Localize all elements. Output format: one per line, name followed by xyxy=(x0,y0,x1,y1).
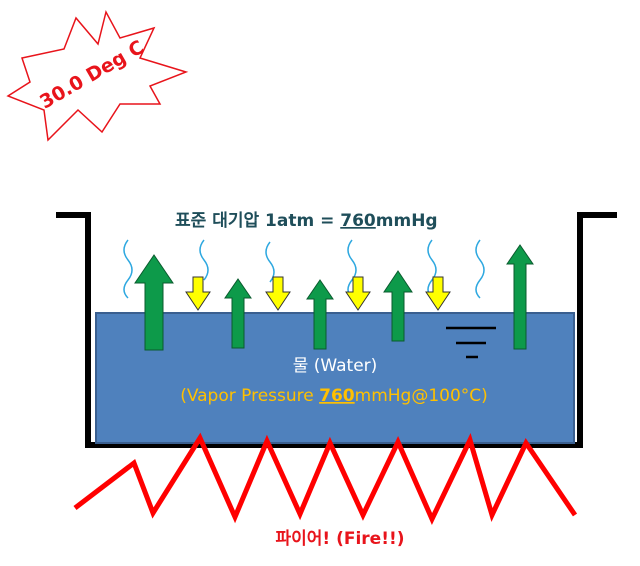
fire-label: 파이어! (Fire!!) xyxy=(276,529,405,549)
atmospheric-pressure-label: 표준 대기압 1atm = 760mmHg xyxy=(175,210,438,231)
atm-unit: mmHg xyxy=(376,211,438,231)
fire-zigzag xyxy=(75,438,575,519)
vapor-wave-icon xyxy=(124,240,132,298)
vapor-wave-icon xyxy=(266,242,274,282)
atm-value: 760 xyxy=(340,211,376,231)
vapor-value: 760 xyxy=(319,386,355,406)
water-label: 물 (Water) xyxy=(293,356,378,376)
vapor-wave-icon xyxy=(476,240,484,298)
arrow-down-icon xyxy=(346,277,370,310)
water-body xyxy=(96,313,574,443)
vapor-pressure-label: (Vapor Pressure 760mmHg@100°C) xyxy=(180,386,488,406)
vapor-suffix: mmHg@100°C) xyxy=(355,386,488,406)
vapor-waves xyxy=(124,240,484,298)
arrow-down-icon xyxy=(426,277,450,310)
arrow-down-icon xyxy=(186,277,210,310)
arrow-down-icon xyxy=(266,277,290,310)
atm-prefix: 표준 대기압 1atm = xyxy=(175,210,340,231)
temperature-badge: 30.0 Deg C xyxy=(8,12,186,140)
vapor-wave-icon xyxy=(200,240,208,280)
vapor-prefix: (Vapor Pressure xyxy=(180,386,319,406)
